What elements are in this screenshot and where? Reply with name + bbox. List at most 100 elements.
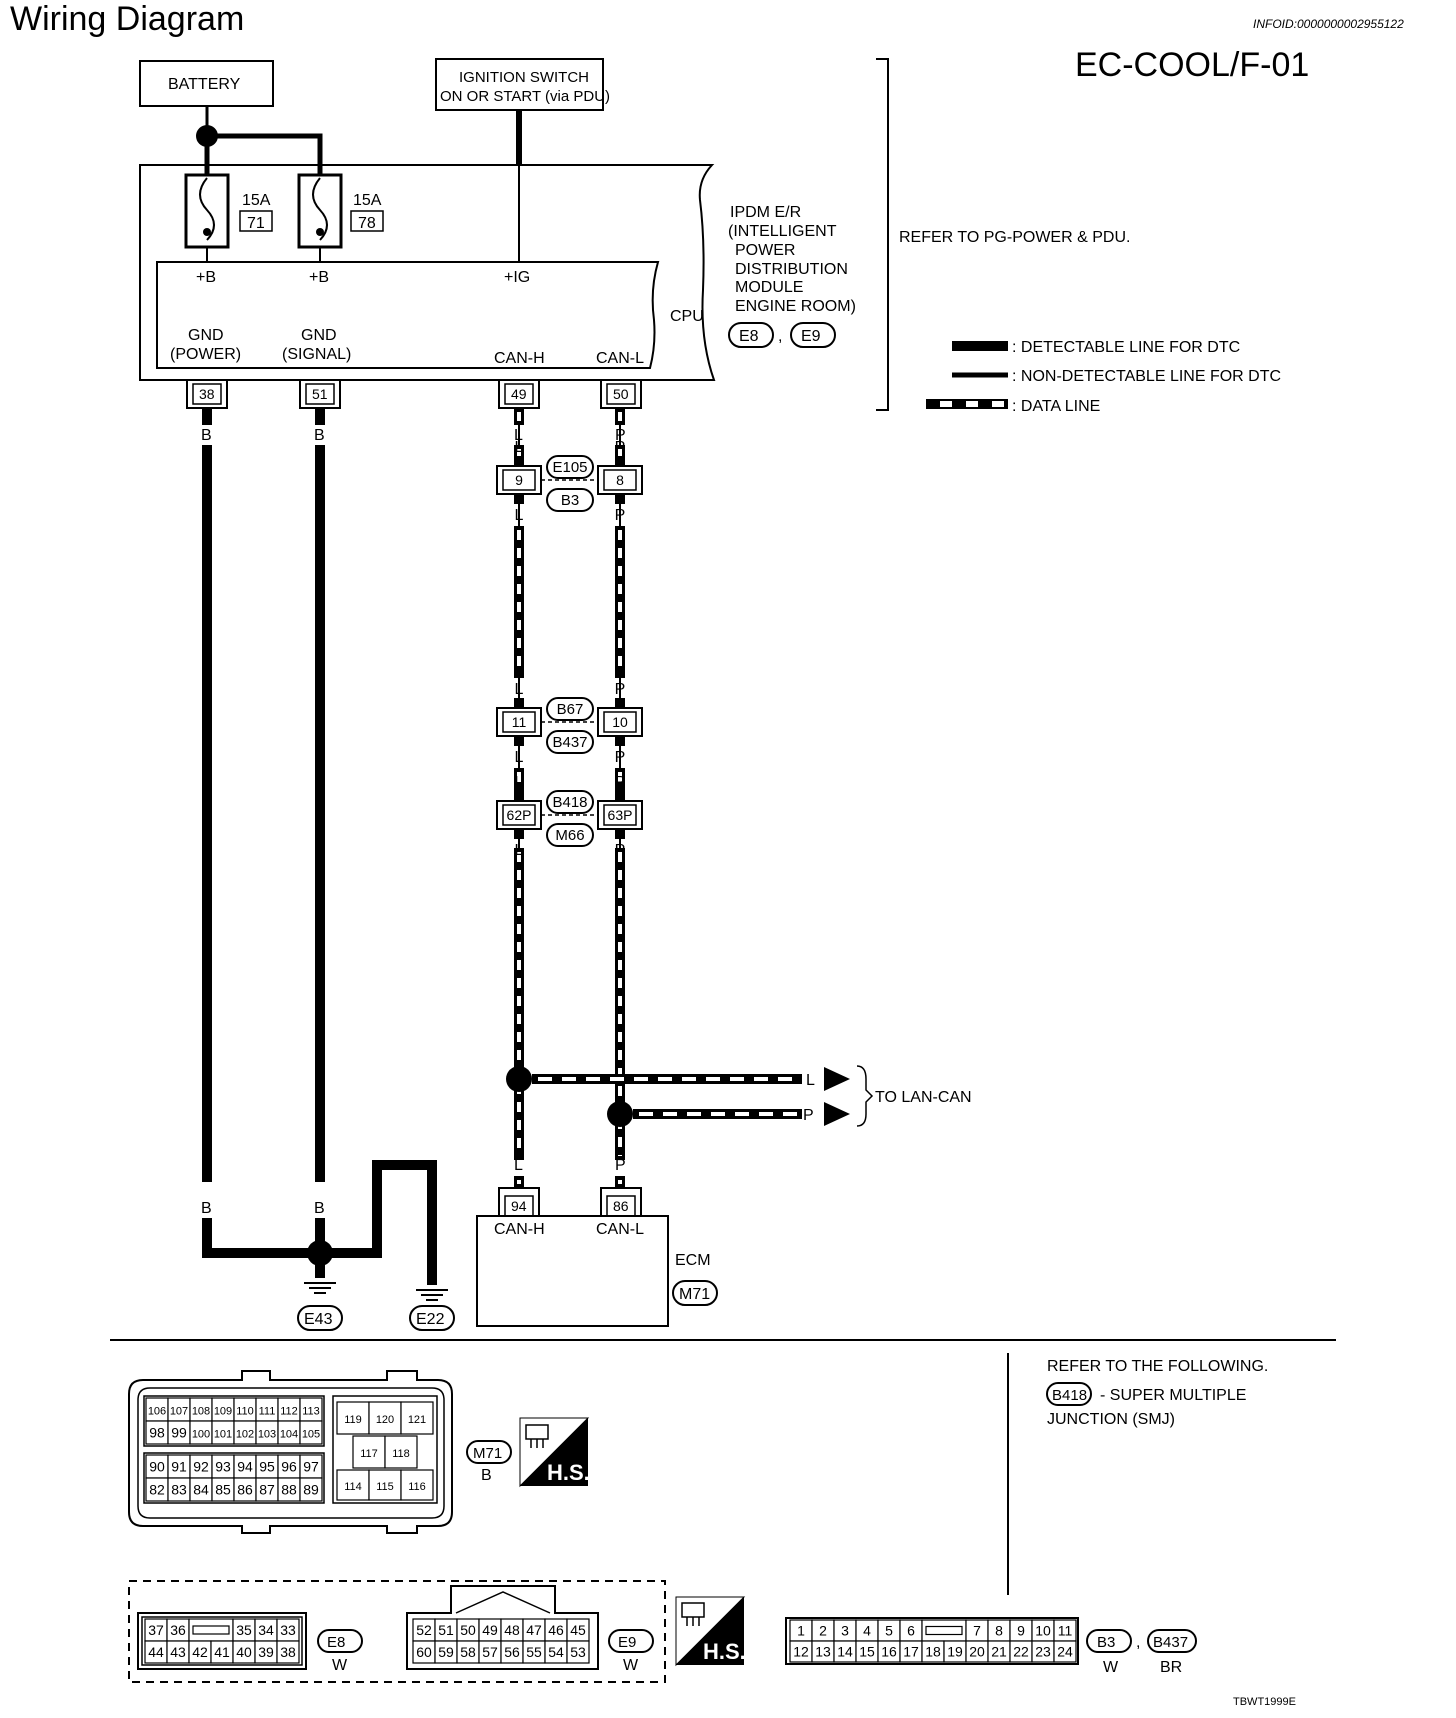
ecm-label: ECM: [675, 1252, 711, 1269]
svg-text:B437: B437: [1153, 1634, 1188, 1651]
m71-pin-96: 96: [281, 1459, 297, 1475]
e9-pin-60: 60: [416, 1644, 432, 1660]
m71-pin-89: 89: [303, 1482, 319, 1498]
b3-code: B3 , B437 W BR: [1086, 1629, 1197, 1676]
e8-pin-43: 43: [170, 1644, 186, 1660]
e8-pin-39: 39: [258, 1644, 274, 1660]
ground-splice: [307, 1240, 333, 1266]
svg-text:W: W: [623, 1657, 639, 1674]
m71-pin-90: 90: [149, 1459, 165, 1475]
e8-pin-38: 38: [280, 1644, 296, 1660]
ecm-pin-86: 86: [600, 1187, 642, 1217]
e9-pin-58: 58: [460, 1644, 476, 1660]
gnd-power-1: GND: [188, 327, 224, 344]
terminal-ig: +IG: [504, 269, 530, 286]
wire-color-label: L: [515, 681, 524, 698]
ecm-pin-94: 94: [498, 1187, 540, 1217]
junction-code-M66: M66: [555, 827, 584, 844]
hs-icon: H.S.: [519, 1417, 590, 1488]
b3-pin-21: 21: [991, 1644, 1007, 1660]
ecm-can-h: CAN-H: [494, 1221, 545, 1238]
m71-code: M71 B: [466, 1440, 512, 1484]
wire-color-label: P: [615, 681, 626, 698]
junction-pin-62P: 62P: [507, 807, 532, 823]
m71-pin-118: 118: [392, 1448, 410, 1460]
svg-text:H.S.: H.S.: [547, 1460, 590, 1485]
cpu-label: CPU: [670, 308, 704, 325]
ipdm-label-5: MODULE: [735, 279, 803, 296]
hs-icon-e9: H.S.: [675, 1596, 746, 1667]
svg-text:W: W: [332, 1657, 348, 1674]
b3-pin-17: 17: [903, 1644, 919, 1660]
m71-pin-106: 106: [148, 1406, 166, 1418]
svg-text:,: ,: [778, 328, 782, 345]
m71-pin-98: 98: [149, 1425, 165, 1441]
wire-color-label: L: [515, 439, 524, 456]
svg-text:50: 50: [613, 386, 629, 402]
b3-pin-19: 19: [947, 1644, 963, 1660]
junction-pin-63P: 63P: [608, 807, 633, 823]
e9-pin-53: 53: [570, 1644, 586, 1660]
e8-pin-35: 35: [236, 1622, 252, 1638]
svg-text:B3: B3: [1097, 1634, 1115, 1651]
fuse-71: 15A 71: [184, 173, 273, 249]
refer-following: REFER TO THE FOLLOWING.: [1047, 1358, 1268, 1375]
junction-code-B418: B418: [552, 794, 587, 811]
b3-pin-2: 2: [819, 1623, 827, 1639]
ipdm-box: [139, 164, 716, 381]
wire-color-label: P: [615, 749, 626, 766]
m71-pin-97: 97: [303, 1459, 319, 1475]
svg-text:E8: E8: [739, 328, 759, 345]
ground-symbol-e22: E22: [409, 1289, 455, 1331]
svg-text:E8: E8: [327, 1634, 345, 1651]
m71-pin-115: 115: [376, 1481, 394, 1493]
m71-pin-104: 104: [280, 1429, 298, 1441]
m71-pin-117: 117: [360, 1448, 378, 1460]
diagram-code: EC-COOL/F-01: [1075, 46, 1309, 84]
wire-color-b-3: B: [201, 1200, 212, 1217]
fuse-amp-71: 15A: [242, 192, 271, 209]
m71-pin-112: 112: [280, 1406, 298, 1418]
wire-color-b-1: B: [201, 427, 212, 444]
terminal-b1: +B: [196, 269, 216, 286]
junction-pin-10: 10: [612, 714, 628, 730]
ecm-can-l: CAN-L: [596, 1221, 644, 1238]
svg-text:: DETECTABLE LINE FOR DTC: : DETECTABLE LINE FOR DTC: [1012, 339, 1240, 356]
pin-49: 49: [498, 379, 540, 409]
svg-text:B: B: [481, 1467, 492, 1484]
svg-text:49: 49: [511, 386, 527, 402]
svg-text:E9: E9: [801, 328, 821, 345]
m71-pin-101: 101: [214, 1429, 232, 1441]
ignition-label-2: ON OR START (via PDU): [440, 88, 610, 105]
e9-pin-54: 54: [548, 1644, 564, 1660]
m71-pin-86: 86: [237, 1482, 253, 1498]
e8-pin-42: 42: [192, 1644, 208, 1660]
svg-text:94: 94: [511, 1198, 527, 1214]
ecm-box: [476, 1215, 669, 1327]
m71-pin-113: 113: [302, 1406, 320, 1418]
wire-color-b-4: B: [314, 1200, 325, 1217]
lan-p-label: P: [803, 1107, 814, 1124]
e8-pin-41: 41: [214, 1644, 230, 1660]
junction-code-E105: E105: [552, 459, 587, 476]
ipdm-label-1: IPDM E/R: [730, 204, 801, 221]
e9-pin-56: 56: [504, 1644, 520, 1660]
e8-pin-34: 34: [258, 1622, 274, 1638]
svg-text:BR: BR: [1160, 1659, 1182, 1676]
m71-pin-114: 114: [344, 1481, 362, 1493]
m71-pin-82: 82: [149, 1482, 165, 1498]
wire-color-label: L: [515, 507, 524, 524]
wire-color-label: P: [615, 507, 626, 524]
e9-pin-46: 46: [548, 1622, 564, 1638]
junction-code-B3: B3: [561, 492, 579, 509]
svg-text:: DATA LINE: : DATA LINE: [1012, 398, 1100, 415]
junction-pin-9: 9: [515, 472, 523, 488]
e9-pin-59: 59: [438, 1644, 454, 1660]
m71-pin-92: 92: [193, 1459, 209, 1475]
junction-code-B437: B437: [552, 734, 587, 751]
ipdm-connector-e8: E8: [728, 322, 774, 348]
wire-color-b-2: B: [314, 427, 325, 444]
e9-pin-50: 50: [460, 1622, 476, 1638]
